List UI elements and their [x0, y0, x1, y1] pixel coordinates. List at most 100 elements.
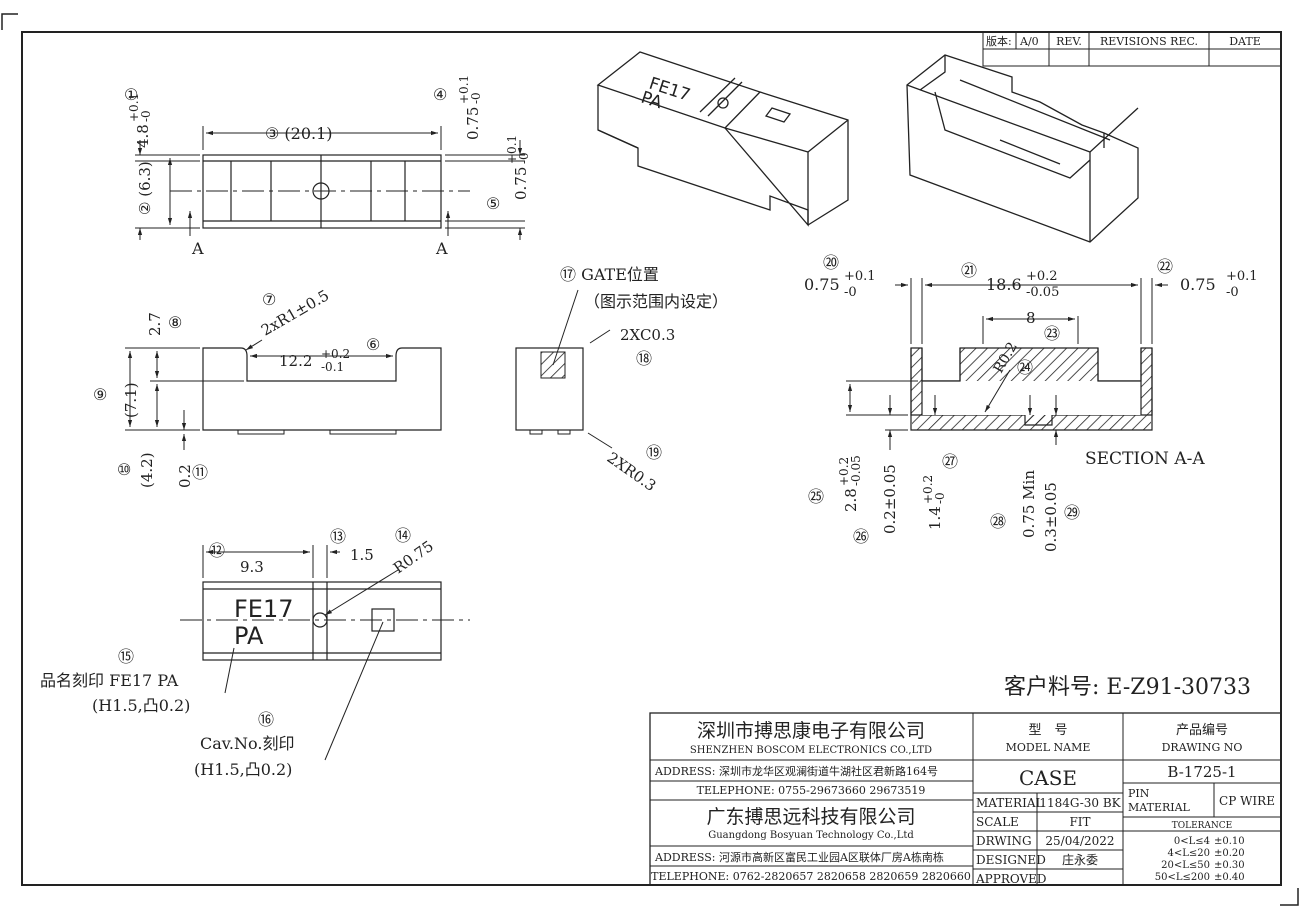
version-label: 版本: [986, 34, 1012, 48]
dim-28-num: ㉘ [990, 512, 1006, 531]
dim-17-label: ⑰ GATE位置 [560, 265, 659, 284]
rev-header: REV. [1056, 35, 1082, 48]
scale-value: FIT [1069, 815, 1090, 829]
title-block: 深圳市搏思康电子有限公司 SHENZHEN BOSCOM ELECTRONICS… [649, 712, 1282, 886]
dim-23-num: ㉓ [1044, 324, 1060, 343]
svg-text:18.6: 18.6 [986, 275, 1022, 294]
dim-26-value: 0.2±0.05 [881, 464, 899, 534]
model-value: CASE [1019, 766, 1077, 790]
dim-15-note: (H1.5,凸0.2) [92, 696, 190, 715]
svg-text:12.2: 12.2 [279, 352, 312, 370]
version-value: A/0 [1019, 35, 1039, 48]
pin-material-label-1: PIN [1128, 787, 1150, 800]
tolerance-value: ±0.20 [1214, 848, 1245, 859]
svg-text:0.75: 0.75 [804, 275, 840, 294]
bottom-marking-line1: FE17 [234, 595, 294, 623]
dim-26-num: ㉖ [853, 527, 869, 546]
tolerance-table: 0<L≤4 ±0.10 4<L≤20 ±0.20 20<L≤50 ±0.30 5… [1155, 836, 1245, 883]
dim-13-value: 1.5 [350, 546, 374, 564]
svg-text:+0.1: +0.1 [844, 269, 876, 284]
iso-view-open [906, 54, 1139, 243]
drawing-number: B-1725-1 [1167, 763, 1236, 781]
dim-12-value: 9.3 [240, 558, 264, 576]
dim-1-num: ① [124, 85, 138, 104]
company2-telephone: TELEPHONE: 0762-2820657 2820658 2820659 … [651, 870, 971, 883]
dim-12-num: ⑫ [209, 541, 225, 560]
section-a-a: ⑳ 0.75 +0.1 -0 ㉑ 18.6 +0.2 -0.05 ㉒ 0.75 … [804, 253, 1258, 552]
dim-8-value: 2.7 [146, 312, 164, 336]
dim-1-value: 4.8 +0.1 -0 [127, 93, 153, 148]
top-view: A A ③ (20.1) ② (6.3) ① 4.8 +0.1 [124, 75, 531, 258]
dim-3-length: ③ (20.1) [265, 124, 333, 143]
dim-4-value: 0.75 +0.1 -0 [457, 75, 483, 140]
company1-name-cn: 深圳市搏思康电子有限公司 [697, 720, 925, 742]
tolerance-range: 20<L≤50 [1161, 860, 1210, 871]
company2-name-en: Guangdong Bosyuan Technology Co.,Ltd [708, 830, 914, 841]
dim-4-num: ④ [433, 85, 447, 104]
dim-5-value: 0.75 +0.1 -0 [505, 135, 531, 200]
side-view: 2xR1±0.5 ⑦ 12.2 +0.2 -0.1 ⑥ 2.7 ⑧ ⑨ (7.1… [93, 286, 442, 488]
section-title: SECTION A-A [1085, 449, 1205, 469]
svg-text:-0: -0 [469, 92, 483, 104]
dim-21-num: ㉑ [961, 261, 977, 280]
svg-text:2.8: 2.8 [842, 488, 860, 512]
dim-5-num: ⑤ [486, 194, 500, 213]
dim-19-num: ⑲ [646, 443, 662, 462]
svg-text:1.4: 1.4 [926, 506, 944, 530]
dim-13-num: ⑬ [330, 527, 346, 546]
svg-text:-0.05: -0.05 [1026, 285, 1059, 300]
svg-text:-0.1: -0.1 [321, 360, 344, 374]
revisions-header: REVISIONS REC. [1100, 35, 1198, 48]
dim-6-value: 12.2 +0.2 -0.1 ⑥ [279, 335, 380, 374]
dim-16-label: Cav.No.刻印 [200, 734, 294, 753]
iso-view-closed [596, 51, 849, 227]
dim-16-note: (H1.5,凸0.2) [194, 760, 292, 779]
bottom-view: FE17 PA ⑫ 9.3 ⑬ 1.5 ⑭ R0.75 ⑮ 品名刻印 FE17 … [40, 526, 470, 779]
dim-18-num: ⑱ [636, 349, 652, 368]
svg-text:-0: -0 [844, 285, 857, 300]
tolerance-value: ±0.10 [1214, 836, 1245, 847]
material-value: 1184G-30 BK [1039, 796, 1121, 810]
date-header: DATE [1229, 35, 1261, 48]
svg-text:-0: -0 [1226, 285, 1239, 300]
dim-16-num: ⑯ [258, 710, 274, 729]
scale-label: SCALE [976, 815, 1019, 829]
dim-23-value: 8 [1026, 309, 1036, 327]
tolerance-range: 0<L≤4 [1174, 836, 1210, 847]
dim-11-value: 0.2 [176, 464, 194, 488]
dim-10-num: ⑩ [117, 460, 131, 479]
dim-9-num: ⑨ [93, 385, 107, 404]
drawing-label-en: DRAWING NO [1162, 741, 1243, 754]
dim-20-num: ⑳ [823, 253, 839, 272]
svg-text:+0.1: +0.1 [505, 135, 519, 164]
dim-9-value: (7.1) [122, 382, 140, 418]
svg-text:+0.2: +0.2 [837, 457, 851, 486]
tolerance-range: 50<L≤200 [1155, 872, 1210, 883]
dim-18-value: 2XC0.3 [620, 326, 675, 344]
dim-27-value: 1.4 +0.2 -0 [921, 475, 947, 530]
dim-25-value: 2.8 +0.2 -0.05 [837, 455, 863, 512]
drawing-label-cn: 产品编号 [1176, 723, 1228, 738]
company2-address: ADDRESS: 河源市高新区富民工业园A区联体厂房A栋南栋 [654, 850, 944, 864]
svg-text:+0.1: +0.1 [127, 93, 141, 122]
dim-15-label: 品名刻印 FE17 PA [40, 671, 179, 690]
svg-text:+0.1: +0.1 [457, 75, 471, 104]
svg-text:-0: -0 [933, 492, 947, 504]
model-label-cn: 型 号 [1028, 723, 1067, 738]
material-label: MATERIAL [976, 796, 1044, 810]
company2-name-cn: 广东搏思远科技有限公司 [706, 806, 915, 828]
svg-text:+0.1: +0.1 [1226, 269, 1258, 284]
dim-22-num: ㉒ [1157, 257, 1173, 276]
svg-text:+0.2: +0.2 [1026, 269, 1058, 284]
dim-28-value: 0.75 Min [1020, 470, 1038, 538]
dim-25-num: ㉕ [808, 487, 824, 506]
dim-7-num: ⑦ [262, 290, 276, 309]
tolerance-value: ±0.40 [1214, 872, 1245, 883]
section-mark-left: A [191, 239, 204, 258]
tolerance-value: ±0.30 [1214, 860, 1245, 871]
dim-20-value: 0.75 +0.1 -0 [804, 269, 876, 300]
pin-material-label-2: MATERIAL [1128, 801, 1191, 814]
dim-10-value: (4.2) [138, 452, 156, 488]
bottom-marking-line2: PA [234, 622, 264, 650]
